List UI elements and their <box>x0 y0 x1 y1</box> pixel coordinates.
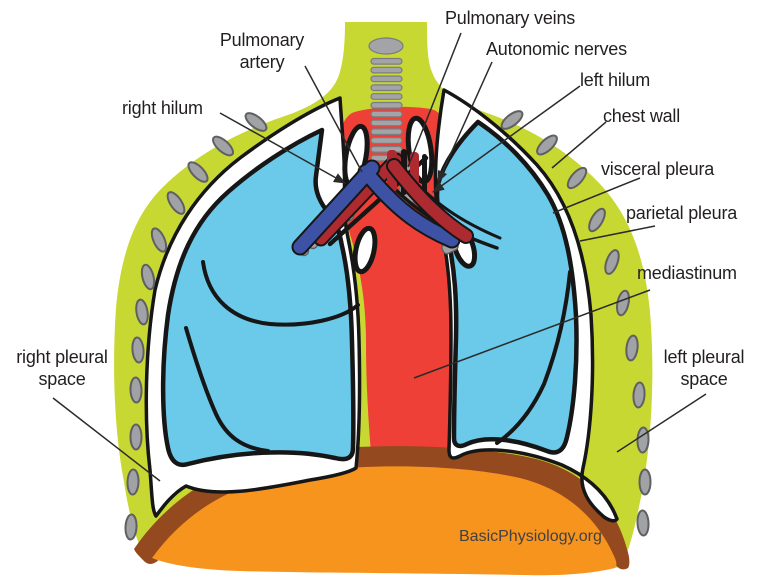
label-right-hilum: right hilum <box>122 98 203 118</box>
label-pulmonary-veins: Pulmonary veins <box>445 8 576 28</box>
pulmonary-vein-right-branch <box>386 158 474 244</box>
leader-parietal-pleura <box>579 225 656 242</box>
leader-autonomic-nerves <box>437 61 493 183</box>
label-pulmonary-artery: Pulmonary artery <box>219 30 305 72</box>
label-mediastinum: mediastinum <box>637 263 737 283</box>
label-left-hilum: left hilum <box>580 70 651 90</box>
label-right-pleural-space: right pleural space <box>16 347 108 389</box>
leader-chest-wall <box>551 121 607 169</box>
leader-mediastinum <box>413 289 651 379</box>
ribs <box>124 110 652 541</box>
watermark-text: BasicPhysiology.org <box>459 528 602 545</box>
leader-lines <box>52 32 707 482</box>
label-left-pleural-space: left pleural space <box>663 347 745 389</box>
leader-left-pleural-space <box>616 393 707 453</box>
label-chest-wall: chest wall <box>603 106 681 126</box>
leader-left-hilum <box>432 85 581 193</box>
leader-right-hilum <box>219 112 346 184</box>
label-visceral-pleura: visceral pleura <box>601 159 715 179</box>
label-autonomic-nerves: Autonomic nerves <box>486 39 627 59</box>
leader-right-pleural-space <box>52 397 161 482</box>
leader-pulmonary-artery <box>304 65 363 173</box>
diaphragm <box>152 466 617 576</box>
leader-visceral-pleura <box>552 177 641 214</box>
lung-fissures <box>184 260 572 453</box>
pulmonary-artery-vessel <box>291 159 461 256</box>
label-parietal-pleura: parietal pleura <box>626 203 738 223</box>
trachea <box>368 37 415 205</box>
leader-pulmonary-veins <box>407 32 462 168</box>
